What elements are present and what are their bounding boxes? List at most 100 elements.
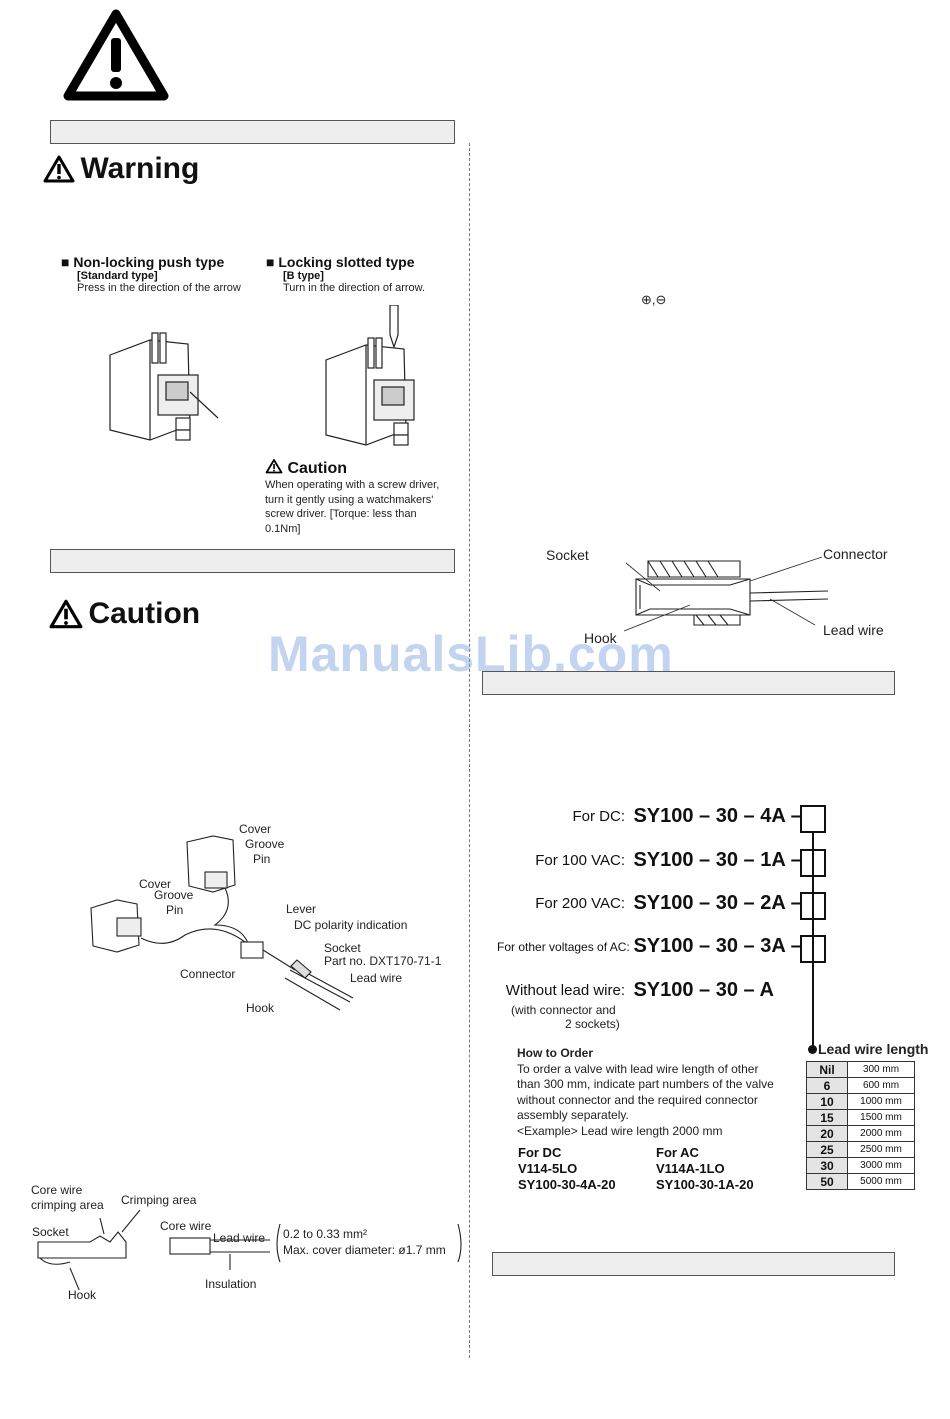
non-locking-block: ■ Non-locking push type [Standard type] … — [61, 254, 241, 294]
lead-length-title: Lead wire length — [818, 1041, 929, 1057]
non-locking-title: Non-locking push type — [73, 254, 225, 270]
length-value: 2500 mm — [847, 1141, 915, 1158]
label-groove: Groove — [245, 837, 285, 851]
warning-heading: Warning — [42, 152, 199, 186]
caution-line: screw driver. [Torque: less than — [265, 508, 417, 520]
label-core-wire-crimping: Core wire — [31, 1183, 83, 1197]
suffix-box — [800, 805, 826, 833]
label-core-wire: Core wire — [160, 1219, 212, 1233]
ac-part: V114A-1LO — [656, 1161, 725, 1176]
polarity-symbols: ⊕,⊖ — [641, 292, 667, 307]
caution-title: Caution — [88, 597, 201, 630]
caution-line: When operating with a screw driver, — [265, 479, 440, 491]
order-prefix: For 200 VAC: — [535, 895, 625, 912]
label-cover: Cover — [139, 877, 172, 891]
label-cover: Cover — [239, 822, 272, 836]
caution-heading: Caution — [48, 597, 200, 631]
length-value: 3000 mm — [847, 1157, 915, 1174]
locking-block: ■ Locking slotted type [B type] Turn in … — [266, 254, 425, 294]
suffix-leader-line — [812, 833, 814, 1048]
order-prefix: Without lead wire: — [505, 982, 625, 999]
non-locking-note: Press in the direction of the arrow — [77, 282, 241, 294]
order-example-dc: For DC V114-5LO SY100-30-4A-20 — [518, 1145, 616, 1193]
order-prefix: For other voltages of AC: — [497, 939, 630, 954]
order-prefix: For 100 VAC: — [535, 852, 625, 869]
length-code: 20 — [806, 1125, 848, 1142]
locking-subtitle: [B type] — [283, 270, 324, 282]
suffix-leader-dot — [808, 1045, 817, 1054]
order-code: SY100 – 30 – A — [633, 979, 774, 1001]
dc-part: V114-5LO — [518, 1161, 578, 1176]
length-value: 600 mm — [847, 1077, 915, 1094]
order-row-without-lead: Without lead wire: SY100 – 30 – A — [497, 979, 774, 1011]
label-wire-spec: 0.2 to 0.33 mm² — [283, 1227, 368, 1241]
dc-part: SY100-30-4A-20 — [518, 1177, 616, 1192]
order-row-200vac: For 200 VAC: SY100 – 30 – 2A – — [497, 892, 802, 924]
ac-part: SY100-30-1A-20 — [656, 1177, 754, 1192]
length-code: 30 — [806, 1157, 848, 1174]
square-bullet-icon: ■ — [61, 254, 74, 270]
label-groove: Groove — [154, 888, 194, 902]
label-core-wire-crimping: crimping area — [31, 1198, 104, 1212]
how-to-order-line: than 300 mm, indicate part numbers of th… — [517, 1077, 774, 1091]
section-bar — [50, 120, 455, 144]
label-hook: Hook — [584, 630, 617, 646]
order-code: SY100 – 30 – 1A – — [633, 849, 802, 871]
section-bar — [482, 671, 895, 695]
valve-screwdriver-illustration — [325, 305, 415, 446]
label-lever: Lever — [286, 902, 317, 916]
label-socket: Socket — [324, 941, 361, 955]
square-bullet-icon: ■ — [266, 254, 279, 270]
warning-title: Warning — [80, 152, 200, 185]
length-code: 25 — [806, 1141, 848, 1158]
label-lead-wire: Lead wire — [350, 971, 403, 985]
caution-icon — [49, 599, 83, 629]
label-hook: Hook — [68, 1288, 97, 1302]
length-code: 15 — [806, 1109, 848, 1126]
length-code: Nil — [806, 1061, 848, 1078]
length-value: 300 mm — [847, 1061, 915, 1078]
order-row-other-ac: For other voltages of AC: SY100 – 30 – 3… — [497, 935, 802, 967]
dc-title: For DC — [518, 1145, 562, 1160]
label-lead-wire: Lead wire — [213, 1231, 266, 1245]
how-to-order-line: To order a valve with lead wire length o… — [517, 1061, 759, 1076]
label-socket: Socket — [546, 547, 589, 563]
connector-assembly-diagram — [90, 835, 354, 1011]
label-lead-wire: Lead wire — [823, 622, 884, 638]
ac-title: For AC — [656, 1145, 699, 1160]
section-bar — [50, 549, 455, 573]
label-connector: Connector — [823, 546, 888, 562]
how-to-order-title: How to Order — [517, 1046, 594, 1060]
length-value: 5000 mm — [847, 1173, 915, 1190]
small-caution-title: Caution — [287, 460, 347, 477]
label-hook: Hook — [246, 1001, 275, 1015]
connector-cross-section — [623, 556, 829, 632]
order-example-ac: For AC V114A-1LO SY100-30-1A-20 — [656, 1145, 754, 1193]
label-wire-spec: Max. cover diameter: ø1.7 mm — [283, 1243, 446, 1257]
how-to-order-line: <Example> Lead wire length 2000 mm — [517, 1123, 723, 1138]
without-lead-note: (with connector and — [511, 1003, 616, 1017]
column-divider — [469, 143, 470, 1358]
locking-note: Turn in the direction of arrow. — [283, 282, 426, 294]
warning-icon — [43, 155, 75, 183]
caution-line: turn it gently using a watchmakers' — [265, 493, 434, 506]
label-connector: Connector — [180, 967, 236, 981]
caution-icon — [265, 459, 283, 474]
valve-push-illustration — [109, 332, 219, 441]
without-lead-note: 2 sockets) — [565, 1017, 620, 1031]
watermark: ManualsLib.com — [268, 626, 674, 682]
order-row-100vac: For 100 VAC: SY100 – 30 – 1A – — [497, 849, 802, 881]
order-row-dc: For DC: SY100 – 30 – 4A – — [497, 805, 802, 837]
locking-title: Locking slotted type — [278, 254, 415, 270]
length-value: 1500 mm — [847, 1109, 915, 1126]
length-value: 1000 mm — [847, 1093, 915, 1110]
non-locking-subtitle: [Standard type] — [77, 270, 158, 282]
